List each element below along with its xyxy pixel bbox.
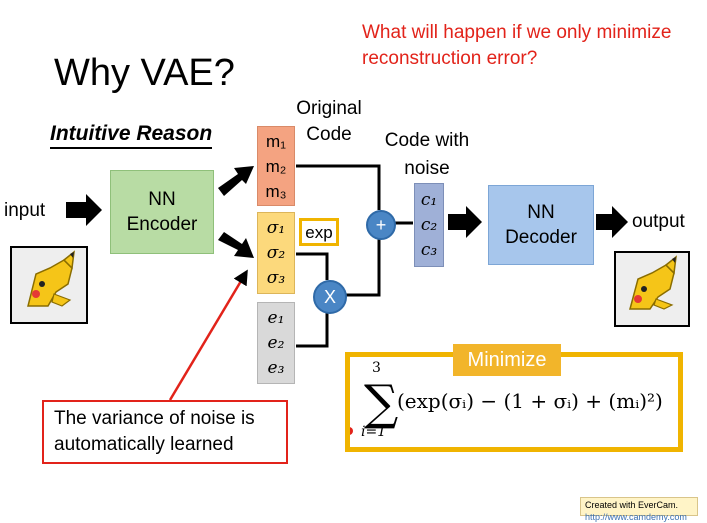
original-code-label: Original Code bbox=[296, 98, 362, 145]
code-with-noise-label: Code with noise bbox=[384, 130, 470, 179]
plus-node: + bbox=[366, 210, 396, 240]
nn-encoder-box: NN Encoder bbox=[110, 170, 214, 254]
input-label: input bbox=[4, 200, 46, 221]
e-item: e₂ bbox=[267, 332, 285, 353]
c-item: c₁ bbox=[420, 189, 438, 210]
intuitive-reason-heading: Intuitive Reason bbox=[50, 122, 213, 149]
m-vector: m₁ m₂ m₃ bbox=[257, 126, 295, 206]
m-item: m₁ bbox=[266, 131, 286, 151]
noise-note: The variance of noise is automatically l… bbox=[42, 400, 288, 464]
c-item: c₃ bbox=[420, 239, 438, 260]
m-item: m₃ bbox=[265, 181, 287, 201]
c-vector: c₁ c₂ c₃ bbox=[414, 183, 444, 267]
sigma-vector: σ₁ σ₂ σ₃ bbox=[257, 212, 295, 294]
sum-symbol: ∑ bbox=[364, 375, 399, 431]
e-vector: e₁ e₂ e₃ bbox=[257, 302, 295, 384]
note-arrow bbox=[168, 269, 248, 401]
times-to-plus-line bbox=[344, 236, 381, 297]
e-item: e₁ bbox=[267, 307, 285, 328]
encoder-line2: Encoder bbox=[126, 214, 198, 235]
minimize-tag: Minimize bbox=[453, 344, 561, 376]
output-arrow bbox=[596, 206, 628, 238]
pikachu-input-picture bbox=[12, 248, 86, 322]
footer-line1: Created with EverCam. bbox=[585, 500, 679, 510]
output-label: output bbox=[632, 211, 685, 232]
sigma-item: σ₂ bbox=[266, 242, 286, 263]
input-image bbox=[10, 246, 88, 324]
sigma-to-times-line bbox=[296, 252, 329, 280]
sum-upper-limit: 3 bbox=[372, 360, 381, 376]
c-to-decoder-arrow bbox=[448, 206, 482, 238]
c-item: c₂ bbox=[420, 214, 438, 235]
sigma-item: σ₃ bbox=[266, 267, 286, 288]
encoder-to-sigma-arrow bbox=[218, 232, 254, 258]
sigma-item: σ₁ bbox=[266, 217, 286, 238]
nn-decoder-box: NN Decoder bbox=[488, 185, 594, 265]
pikachu-output-picture bbox=[616, 253, 688, 325]
input-arrow bbox=[66, 194, 102, 226]
encoder-to-m-arrow bbox=[218, 166, 254, 196]
loss-expression: (exp(σᵢ) − (1 + σᵢ) + (mᵢ)²) bbox=[397, 389, 663, 413]
decoder-line1: NN bbox=[527, 202, 555, 223]
page-title: Why VAE? bbox=[54, 52, 235, 94]
footer-line2: http://www.camdemy.com bbox=[585, 512, 687, 522]
encoder-line1: NN bbox=[148, 189, 176, 210]
e-item: e₃ bbox=[267, 357, 285, 378]
decoder-line2: Decoder bbox=[505, 227, 577, 248]
exp-box: exp bbox=[299, 218, 339, 246]
times-node: X bbox=[313, 280, 347, 314]
question-text: What will happen if we only minimize rec… bbox=[362, 22, 672, 69]
e-to-times-line bbox=[296, 310, 329, 348]
output-image bbox=[614, 251, 690, 327]
m-to-plus-line bbox=[296, 164, 381, 210]
m-item: m₂ bbox=[265, 156, 287, 176]
evercam-watermark: Created with EverCam. http://www.camdemy… bbox=[580, 497, 698, 522]
sum-lower-limit: i=1 bbox=[361, 424, 387, 440]
